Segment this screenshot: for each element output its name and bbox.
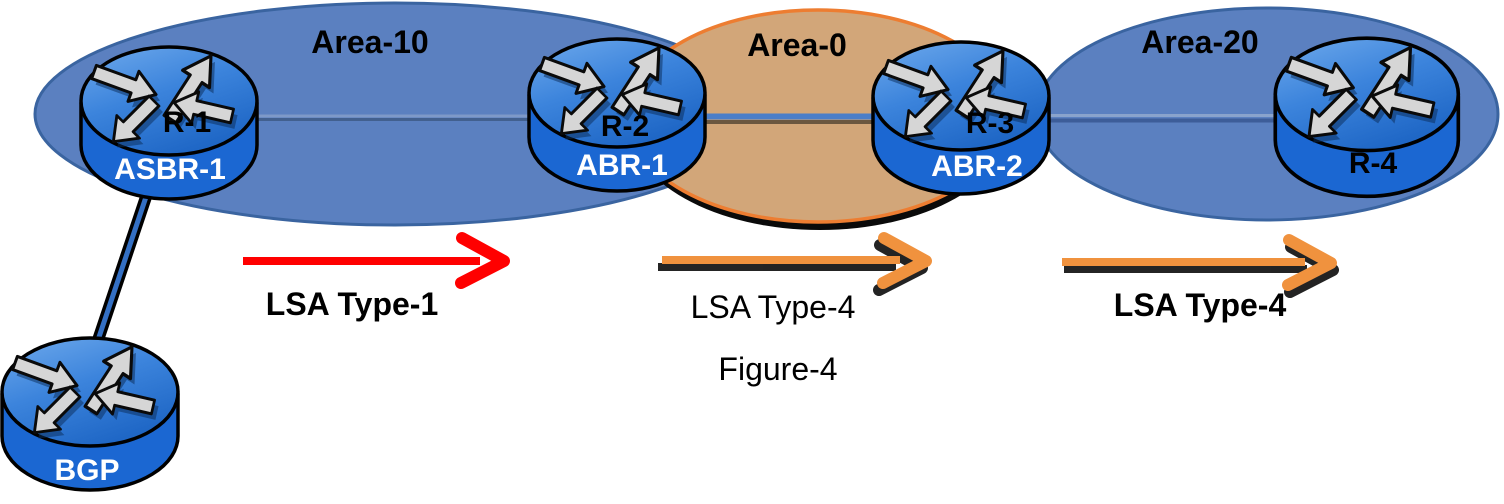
link-r3-r4 <box>1030 114 1310 123</box>
router-r3-role: ABR-2 <box>931 150 1023 183</box>
router-r2-role: ABR-1 <box>576 149 668 182</box>
lsa-type4-arrow-mid-icon <box>658 232 932 296</box>
area-10-label: Area-10 <box>311 24 429 60</box>
area-0-label: Area-0 <box>747 27 847 63</box>
router-r1-name: R-1 <box>162 106 212 139</box>
router-r3-name: R-3 <box>965 107 1015 140</box>
area-20-label: Area-20 <box>1141 24 1259 60</box>
lsa-type4-mid-label: LSA Type-4 <box>690 289 856 325</box>
link-r1-bgp <box>90 182 155 352</box>
router-r4-name: R-4 <box>1348 147 1398 180</box>
lsa-type4-arrow-right-icon <box>1062 234 1339 298</box>
lsa-type1-arrow-icon <box>243 232 510 289</box>
router-r2-name: R-2 <box>600 110 650 143</box>
lsa-type4-right-label: LSA Type-4 <box>1113 287 1287 323</box>
lsa-type1-label: LSA Type-1 <box>265 286 439 322</box>
router-r1-role: ASBR-1 <box>114 153 226 186</box>
figure-caption: Figure-4 <box>718 351 838 387</box>
router-bgp-name: BGP <box>54 454 120 487</box>
